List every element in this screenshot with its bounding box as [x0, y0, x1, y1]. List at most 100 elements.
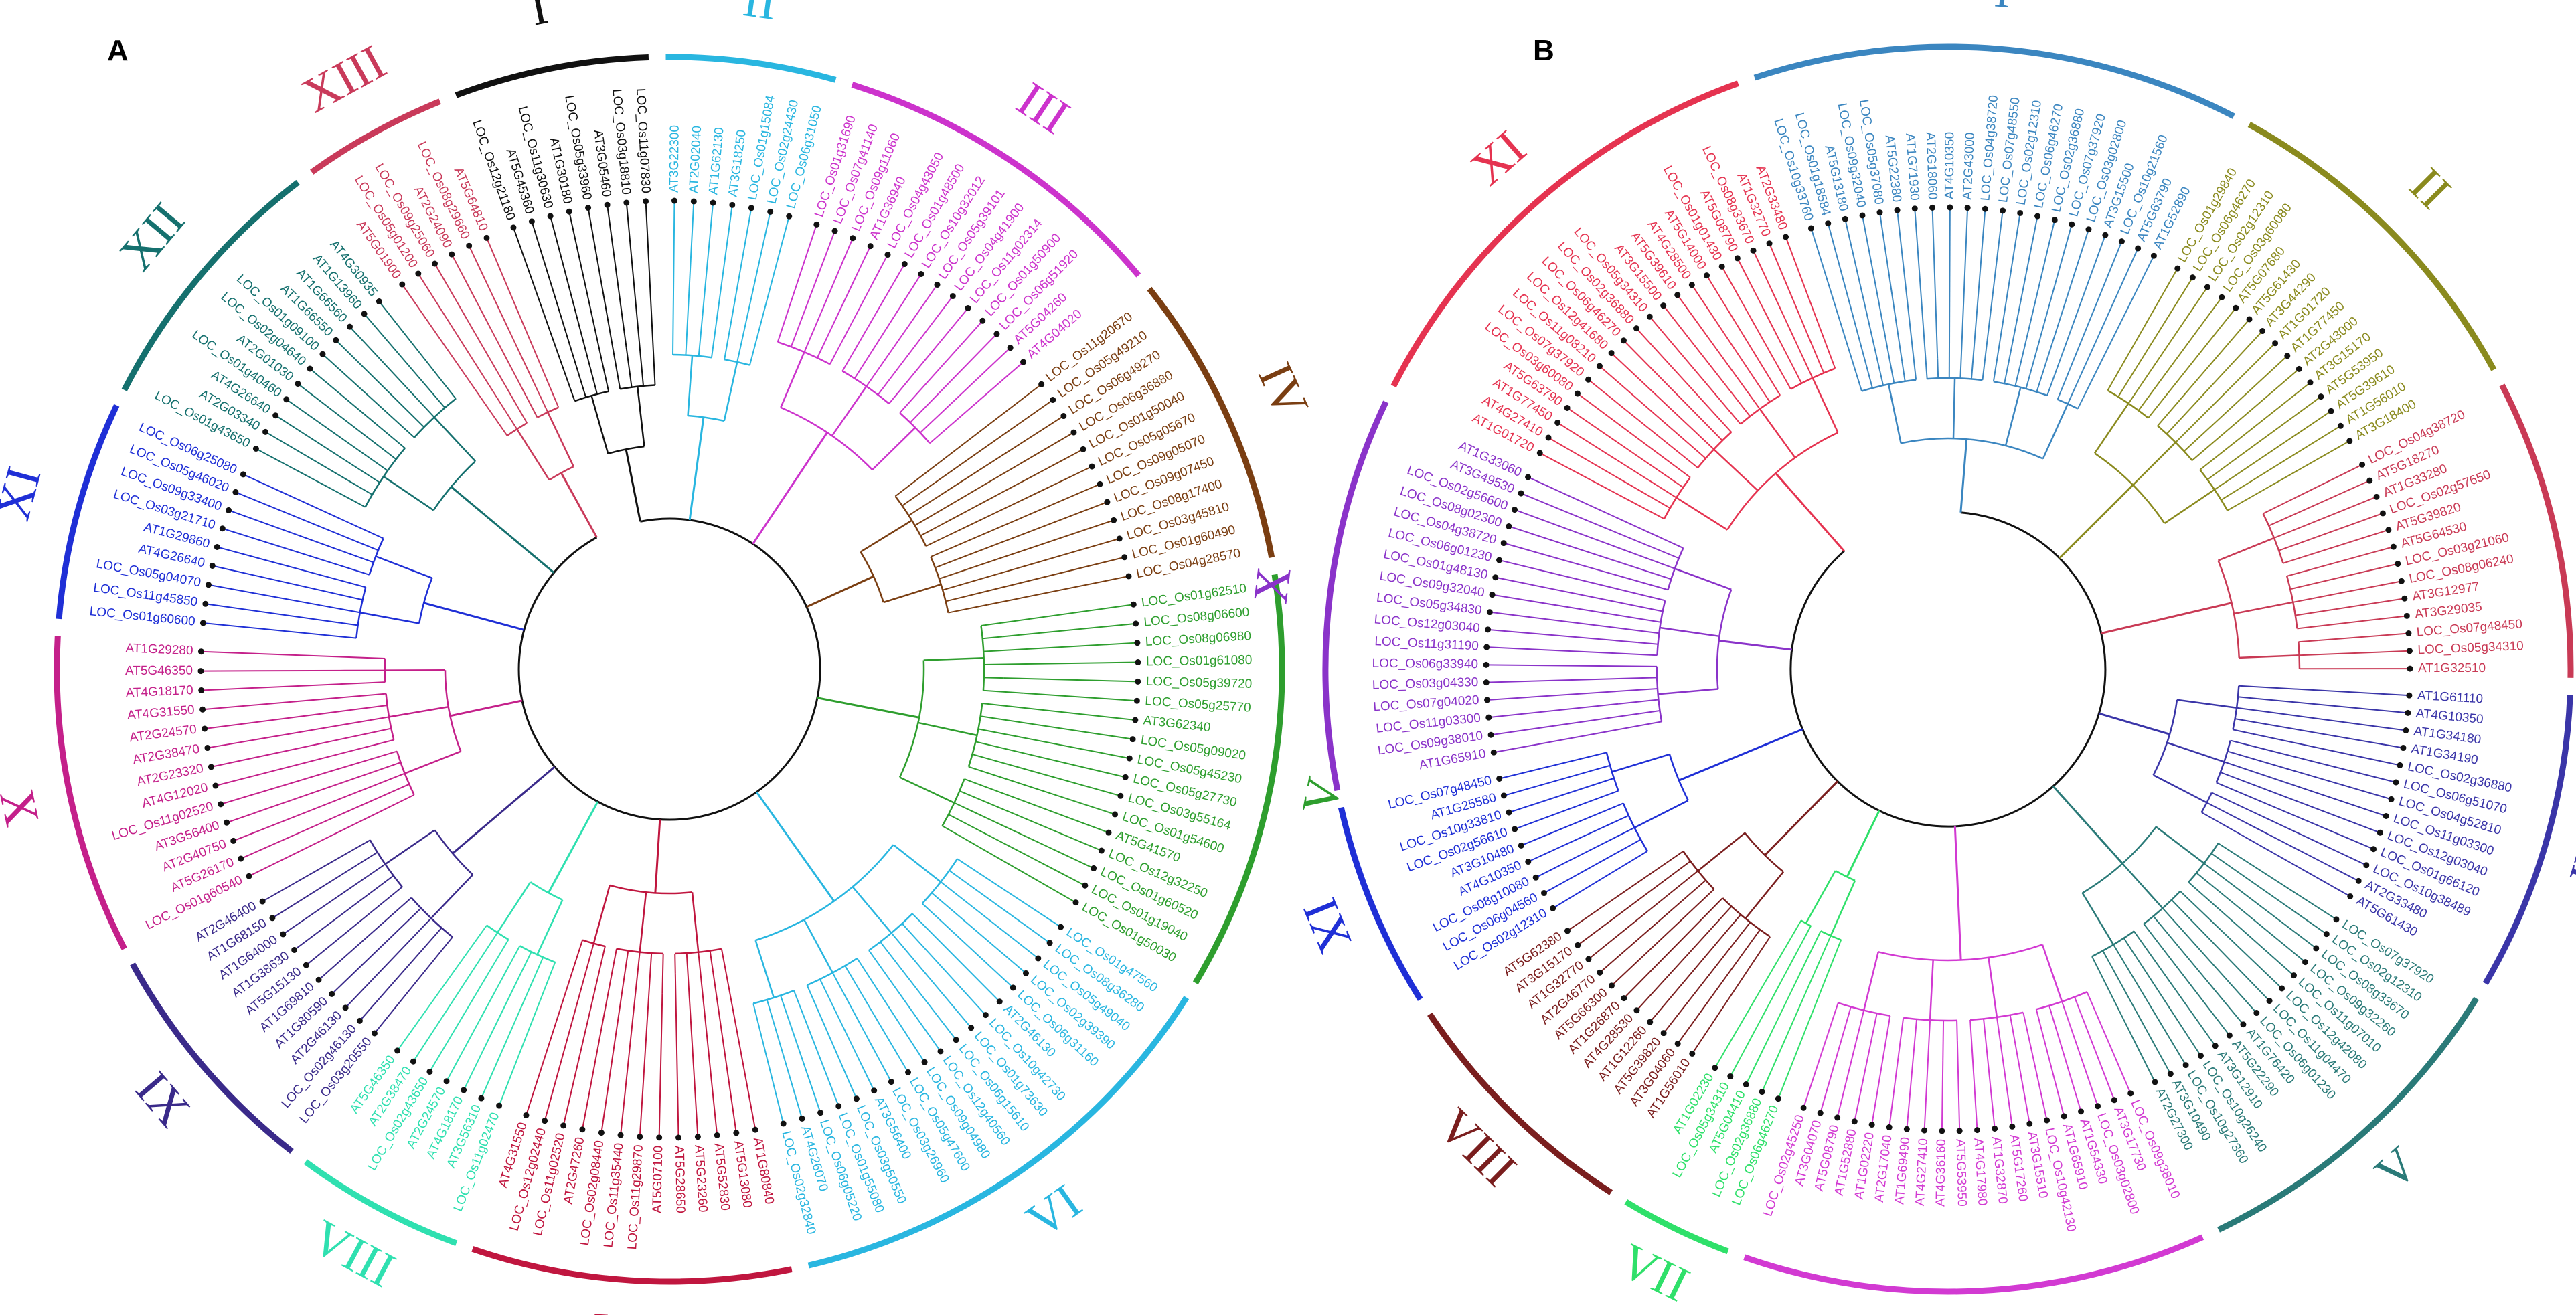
leaf-branch: [1577, 393, 1675, 466]
leaf-branch: [2276, 712, 2407, 731]
leaf-branch: [2210, 853, 2229, 866]
leaf-tip-dot: [871, 1087, 878, 1094]
leaf-branch: [2188, 881, 2204, 896]
leaf-branch: [838, 254, 888, 347]
leaf-branch: [1635, 327, 1732, 433]
subclade-stem: [2233, 601, 2293, 615]
leaf-branch: [2235, 887, 2317, 949]
subclade-stem: [375, 555, 432, 579]
leaf-tip-dot: [528, 218, 535, 225]
leaf-branch: [2113, 944, 2187, 1066]
leaf-branch: [829, 346, 840, 365]
leaf-branch: [2152, 915, 2180, 948]
leaf-branch: [698, 952, 704, 992]
leaf-tip-dot: [2240, 1021, 2247, 1028]
subclade-arc: [486, 924, 509, 940]
clade-arc: [444, 670, 462, 752]
leaf-tip-dot: [426, 1068, 433, 1075]
subclade-arc: [1740, 394, 1781, 425]
subclade-stem: [1674, 567, 1732, 590]
tree-backbone: [517, 517, 821, 821]
leaf-tip-dot: [1500, 792, 1507, 799]
leaf-branch: [819, 238, 854, 316]
leaf-branch: [2237, 425, 2341, 491]
leaf-branch: [957, 858, 1062, 928]
leaf-branch: [378, 300, 445, 383]
leaf-branch: [2295, 608, 2336, 616]
leaf-branch: [674, 973, 679, 1138]
leaf-tip-dot: [2403, 612, 2410, 619]
leaf-branch: [2269, 750, 2397, 783]
subclade-arc: [1861, 379, 1917, 392]
leaf-branch: [1747, 929, 1761, 947]
leaf-branch: [1901, 361, 1906, 381]
leaf-branch: [320, 604, 360, 614]
clade-bracket-arc: [1192, 574, 1285, 985]
clade-IX: LOC_Os03g20550LOC_Os02g46130AT2G46130AT1…: [125, 766, 556, 1154]
leaf-branch: [1714, 937, 1792, 1069]
leaf-branch: [1649, 316, 1728, 410]
leaf-branch: [2230, 739, 2270, 752]
leaf-tip-dot: [2167, 1071, 2174, 1077]
leaf-branch: [242, 474, 347, 523]
leaf-branch: [625, 347, 633, 387]
clade-stem: [654, 819, 661, 893]
leaf-branch: [720, 948, 756, 1130]
clade-label: XI: [0, 461, 52, 526]
leaf-branch: [912, 320, 983, 399]
leaf-tip-dot: [204, 745, 211, 752]
leaf-label: LOC_Os11g31190: [1374, 634, 1479, 653]
leaf-branch: [1486, 677, 1637, 683]
leaf-branch: [2162, 907, 2177, 924]
leaf-branch: [359, 942, 429, 1022]
leaf-branch: [1931, 207, 1939, 359]
leaf-branch: [983, 648, 1024, 652]
leaf-tip-dot: [937, 1048, 944, 1055]
subclade-stem: [590, 395, 609, 454]
leaf-branch: [1758, 385, 1771, 403]
clade-bracket-arc: [665, 54, 837, 83]
leaf-branch: [480, 975, 536, 1099]
leaf-branch: [828, 996, 875, 1091]
leaf-branch: [959, 835, 1076, 903]
leaf-tip-dot: [1585, 956, 1592, 962]
subclade-arc: [1800, 919, 1812, 927]
leaf-tip-dot: [1674, 1040, 1681, 1047]
leaf-tip-dot: [2366, 477, 2373, 484]
leaf-branch: [1487, 628, 1638, 644]
clade-label: II: [740, 0, 780, 31]
subclade-arc: [369, 839, 403, 888]
leaf-branch: [1802, 930, 1822, 968]
leaf-label: AT5G07100: [650, 1146, 665, 1213]
panel-b: B LOC_Os10g33760LOC_Os01g18584AT5G13180L…: [1243, 0, 2576, 1315]
leaf-tip-dot: [1496, 775, 1503, 782]
leaf-branch: [2216, 782, 2374, 850]
subclade-stem: [1929, 960, 1934, 1021]
leaf-branch: [1827, 349, 1836, 369]
subclade-arc: [1697, 431, 1733, 468]
subclade-stem: [359, 612, 420, 624]
leaf-branch: [968, 766, 1008, 780]
leaf-branch: [2086, 991, 2131, 1094]
leaf-branch: [1604, 802, 1624, 812]
leaf-tip-dot: [246, 873, 252, 879]
leaf-branch: [581, 948, 617, 1130]
subclade-stem: [536, 899, 564, 955]
leaf-tip-dot: [1485, 626, 1492, 633]
leaf-tip-dot: [2373, 493, 2380, 500]
leaf-branch: [1790, 920, 1802, 938]
clade-label: II: [2399, 157, 2462, 220]
leaf-branch: [1552, 850, 1648, 909]
leaf-branch: [345, 460, 380, 483]
clade-arc: [1726, 432, 1839, 531]
leaf-tip-dot: [1512, 826, 1518, 832]
leaf-tip-dot: [656, 1134, 663, 1141]
leaf-branch: [931, 892, 1027, 974]
leaf-tip-dot: [2102, 232, 2109, 238]
leaf-branch: [1996, 1017, 2001, 1037]
leaf-branch: [948, 814, 1086, 887]
clade-label: IV: [2559, 826, 2576, 891]
clade-stem: [2099, 712, 2170, 735]
leaf-branch: [2175, 922, 2257, 1014]
subclade-stem: [1812, 377, 1839, 433]
